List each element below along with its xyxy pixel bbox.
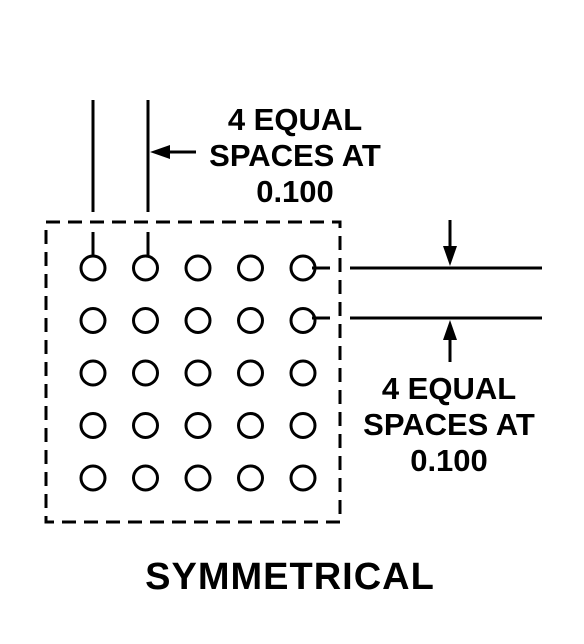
hole-r5-c4 <box>237 464 264 492</box>
hole-r5-c1 <box>79 464 107 492</box>
hole-r1-c4 <box>237 254 264 282</box>
hole-r5-c3 <box>184 464 212 492</box>
hole-r2-c3 <box>184 307 212 334</box>
hole-r4-c1 <box>79 412 107 439</box>
hole-r4-c4 <box>237 412 264 439</box>
package-outline <box>44 220 342 524</box>
top-dimension-line-2: SPACES AT <box>209 138 381 173</box>
hole-r3-c2 <box>132 359 159 387</box>
hole-r2-c4 <box>237 307 264 334</box>
hole-r2-c1 <box>79 307 107 334</box>
hole-r3-c1 <box>79 359 107 387</box>
hole-r1-c2 <box>132 254 159 282</box>
top-spacing-dimension: 4 EQUAL SPACES AT 0.100 <box>91 100 381 256</box>
caption-symmetrical: SYMMETRICAL <box>145 556 435 598</box>
arrowhead-up-icon <box>443 320 457 340</box>
hole-r5-c5 <box>289 464 317 492</box>
hole-r1-c3 <box>184 254 212 282</box>
hole-grid <box>79 254 317 492</box>
arrowhead-left-icon <box>150 145 170 159</box>
hole-r3-c4 <box>237 359 264 387</box>
side-spacing-dimension: 4 EQUAL SPACES AT 0.100 <box>312 220 542 478</box>
top-dimension-line-3: 0.100 <box>256 174 334 209</box>
side-dimension-line-3: 0.100 <box>410 443 488 478</box>
hole-r2-c2 <box>132 307 159 334</box>
side-dimension-line-1: 4 EQUAL <box>382 371 516 406</box>
hole-r3-c3 <box>184 359 212 387</box>
hole-r4-c3 <box>184 412 212 439</box>
hole-r1-c5 <box>289 254 317 282</box>
arrowhead-down-icon <box>443 246 457 266</box>
top-dimension-line-1: 4 EQUAL <box>228 102 362 137</box>
hole-r5-c2 <box>132 464 159 492</box>
hole-r4-c5 <box>289 412 317 439</box>
side-dimension-line-2: SPACES AT <box>363 407 535 442</box>
hole-r4-c2 <box>132 412 159 439</box>
hole-r1-c1 <box>79 254 107 282</box>
hole-r2-c5 <box>289 307 317 334</box>
hole-r3-c5 <box>289 359 317 387</box>
